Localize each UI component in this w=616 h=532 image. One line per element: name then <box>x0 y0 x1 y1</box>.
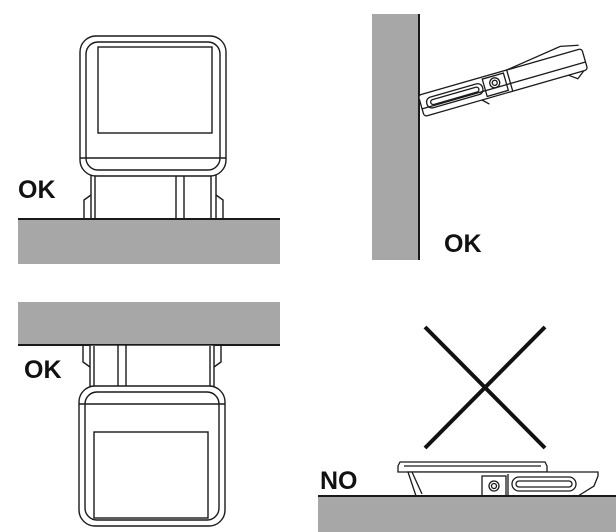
floodlight-lying-flat <box>397 461 599 497</box>
floor-surface-no <box>318 496 616 532</box>
floodlight-inverted <box>78 344 226 527</box>
status-label-wall: OK <box>444 230 482 258</box>
status-label-ceiling: OK <box>24 356 62 384</box>
panel-ceiling-mount: OK <box>18 302 280 527</box>
status-label-floor: OK <box>18 176 56 204</box>
panel-floor-mount: OK <box>18 35 280 264</box>
floodlight-on-wall <box>418 44 588 117</box>
floodlight-upright <box>79 35 227 220</box>
ceiling-surface <box>18 302 280 345</box>
wall-surface <box>372 14 419 260</box>
prohibited-cross-icon <box>423 325 547 450</box>
floor-surface <box>18 219 280 264</box>
panel-flat-on-floor: NO <box>318 325 616 532</box>
status-label-flat: NO <box>320 467 358 495</box>
panel-wall-mount: OK <box>372 14 588 260</box>
